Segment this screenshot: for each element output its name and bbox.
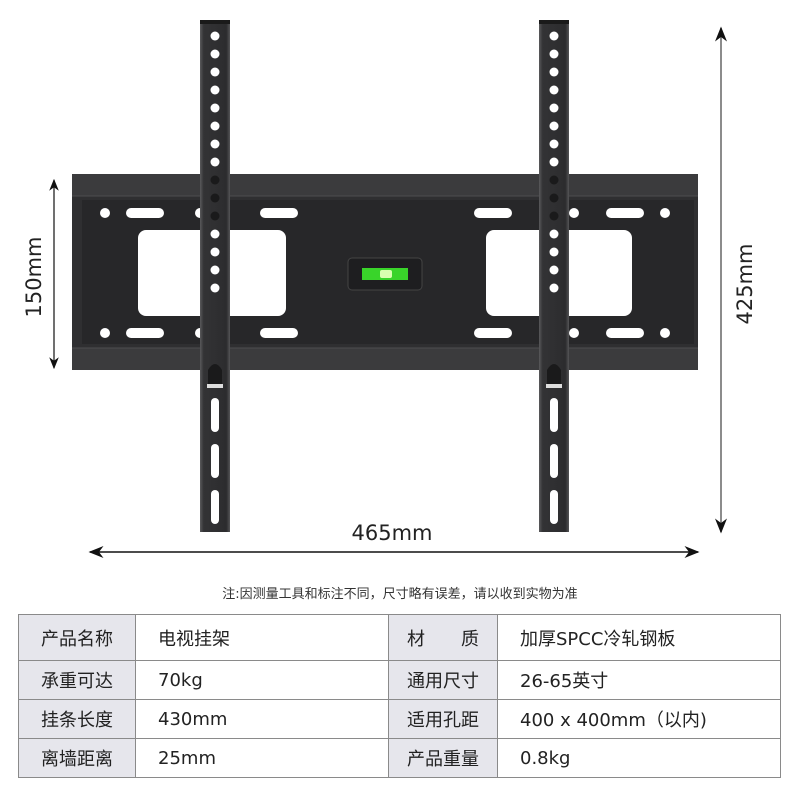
spec-label: 挂条长度 xyxy=(18,699,136,739)
spec-label: 材 质 xyxy=(388,614,498,661)
spec-value: 加厚SPCC冷轧钢板 xyxy=(497,614,781,661)
spec-label: 通用尺寸 xyxy=(388,660,498,700)
spec-value: 430mm xyxy=(135,699,389,739)
left-hanging-arm xyxy=(200,20,230,532)
height-dimension: 425mm xyxy=(715,26,757,534)
width-label: 465mm xyxy=(352,521,433,545)
spec-value: 电视挂架 xyxy=(135,614,389,661)
spec-label: 产品名称 xyxy=(18,614,136,661)
height-label: 425mm xyxy=(733,244,757,325)
spec-value: 25mm xyxy=(135,738,389,778)
plate-height-label: 150mm xyxy=(22,237,46,318)
measurement-note: 注:因测量工具和标注不同，尺寸略有误差，请以收到实物为准 xyxy=(222,587,578,602)
spec-label: 产品重量 xyxy=(388,738,498,778)
right-hanging-arm xyxy=(539,20,569,532)
table-row: 产品名称 电视挂架 材 质 加厚SPCC冷轧钢板 xyxy=(18,614,781,661)
spec-value: 0.8kg xyxy=(497,738,781,778)
table-row: 挂条长度 430mm 适用孔距 400 x 400mm（以内) xyxy=(18,699,781,739)
plate-height-dimension: 150mm xyxy=(22,178,59,370)
width-dimension: 465mm xyxy=(88,521,700,558)
spec-value: 70kg xyxy=(135,660,389,700)
spec-label: 适用孔距 xyxy=(388,699,498,739)
wall-mount-diagram: 465mm 425mm 150mm xyxy=(22,20,757,558)
spec-table: 产品名称 电视挂架 材 质 加厚SPCC冷轧钢板 承重可达 70kg 通用尺寸 … xyxy=(18,614,781,778)
spirit-level-icon xyxy=(347,257,423,291)
table-row: 离墙距离 25mm 产品重量 0.8kg xyxy=(18,738,781,778)
spec-value: 400 x 400mm（以内) xyxy=(497,699,781,739)
table-row: 承重可达 70kg 通用尺寸 26-65英寸 xyxy=(18,660,781,700)
spec-value: 26-65英寸 xyxy=(497,660,781,700)
spec-label: 离墙距离 xyxy=(18,738,136,778)
spec-label: 承重可达 xyxy=(18,660,136,700)
